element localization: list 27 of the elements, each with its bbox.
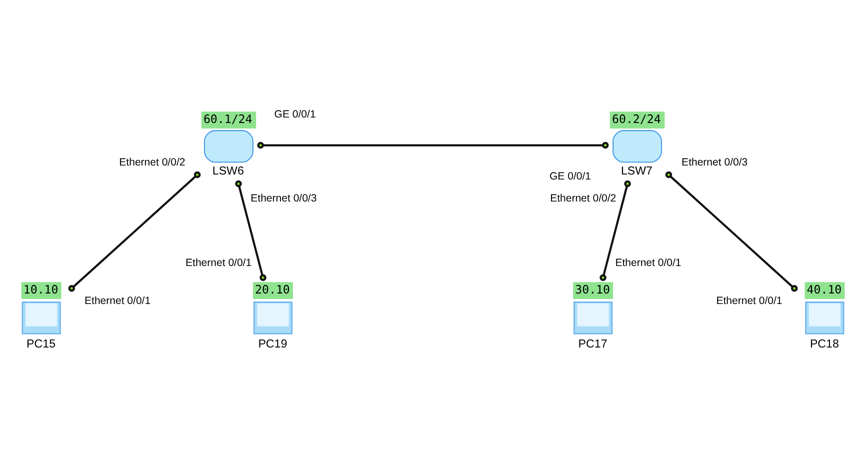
node-label: LSW6 — [212, 165, 244, 178]
node-label: Ethernet 0/0/1 — [84, 294, 151, 306]
node-label: Ethernet 0/0/1 — [716, 294, 782, 306]
node-label: PC15 — [26, 338, 56, 350]
node-label: 30.10 — [575, 282, 610, 296]
connector — [600, 180, 631, 281]
node-label: Ethernet 0/0/1 — [186, 256, 252, 269]
connector — [235, 180, 266, 281]
node-label: 10.10 — [23, 282, 58, 296]
connector — [257, 141, 609, 148]
node-label: 20.10 — [255, 282, 290, 296]
node-label: 40.10 — [806, 282, 842, 296]
node-label: PC17 — [578, 338, 608, 350]
connector — [68, 170, 201, 292]
node-label: 60.1/24 — [203, 111, 252, 126]
connector — [665, 170, 798, 292]
node-label: Ethernet 0/0/3 — [250, 192, 317, 204]
node-label: LSW7 — [620, 165, 652, 178]
node-label: GE 0/0/1 — [274, 108, 316, 120]
node-label: Ethernet 0/0/2 — [119, 156, 186, 168]
node-label: Ethernet 0/0/1 — [615, 256, 682, 269]
node-label: 60.2/24 — [612, 111, 661, 126]
node-label: Ethernet 0/0/3 — [682, 156, 748, 168]
node-label: GE 0/0/1 — [550, 170, 592, 182]
node-label: PC18 — [810, 338, 839, 350]
node-label: PC19 — [258, 338, 288, 350]
node-label: Ethernet 0/0/2 — [550, 192, 616, 204]
